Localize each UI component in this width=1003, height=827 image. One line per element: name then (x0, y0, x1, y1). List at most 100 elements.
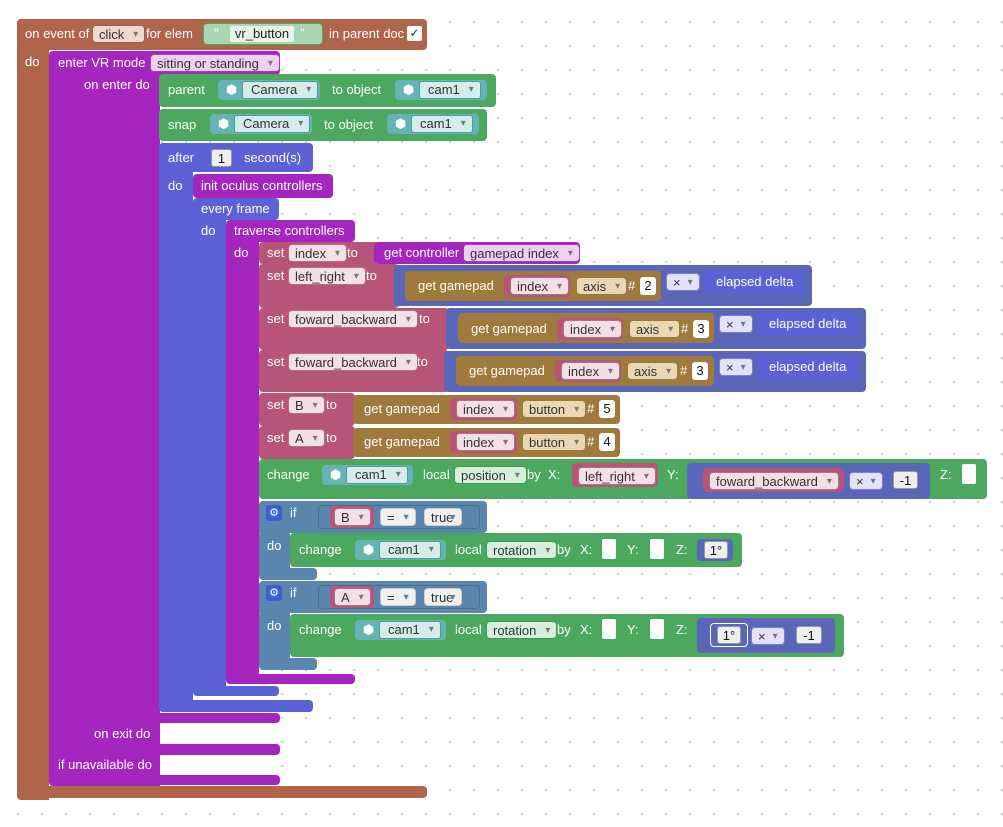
snap-object-dropdown[interactable]: Camera (234, 115, 311, 133)
y-var-dropdown[interactable]: foward_backward (709, 472, 839, 490)
traverse-spine (226, 240, 259, 682)
traverse-block[interactable] (226, 220, 355, 242)
angle-input[interactable]: 1° (717, 626, 741, 644)
axis-dropdown[interactable]: axis (627, 362, 679, 380)
index-var-dropdown[interactable]: index (563, 320, 623, 338)
button-number-input[interactable]: 4 (599, 433, 615, 451)
x-var-dropdown[interactable]: left_right (578, 467, 656, 485)
if-b-true-dropdown[interactable]: true (424, 508, 463, 526)
change-object-picker[interactable]: ⬢ cam1 (355, 540, 446, 560)
snap-object-picker[interactable]: ⬢ Camera (210, 114, 312, 134)
if-a-var-dropdown[interactable]: A (334, 588, 371, 606)
if-a-eq-dropdown[interactable]: = (380, 588, 416, 606)
set-b-var-dropdown[interactable]: B (288, 396, 325, 414)
y-empty-slot[interactable] (650, 619, 664, 639)
hash-label: # (587, 401, 595, 416)
traverse-footer (226, 674, 355, 684)
property-dropdown[interactable]: rotation (486, 621, 558, 639)
axis-dropdown[interactable]: axis (629, 320, 681, 338)
elapsed-delta-block[interactable] (757, 312, 858, 336)
init-oculus-block[interactable] (193, 174, 333, 198)
set-a-var-dropdown[interactable]: A (288, 429, 325, 447)
change-object-picker[interactable]: ⬢ cam1 (355, 620, 446, 640)
every-frame-block[interactable] (193, 198, 279, 220)
parent-label: parent (168, 82, 205, 97)
set-label: set (267, 397, 285, 412)
parent-target-picker[interactable]: ⬢ cam1 (395, 80, 487, 100)
after-seconds-input[interactable]: 1 (211, 149, 232, 167)
button-number-input[interactable]: 5 (599, 400, 615, 418)
change-object-dropdown[interactable]: cam1 (379, 621, 441, 639)
if-b-eq-dropdown[interactable]: = (380, 508, 416, 526)
set-foward-backward-var-dropdown[interactable]: foward_backward (288, 310, 418, 328)
if-unavailable-slot[interactable] (160, 755, 280, 775)
element-id-value[interactable]: vr_button (230, 26, 294, 42)
elapsed-delta-block[interactable] (757, 355, 858, 379)
snap-target-dropdown[interactable]: cam1 (411, 115, 473, 133)
index-var-dropdown[interactable]: index (456, 400, 516, 418)
index-var-dropdown[interactable]: index (510, 277, 570, 295)
y-multiply-op-dropdown[interactable]: × (849, 472, 883, 490)
index-var-dropdown[interactable]: index (561, 362, 621, 380)
elapsed-delta-label: elapsed delta (716, 274, 794, 289)
parent-doc-checkbox[interactable]: ✓ (407, 26, 422, 41)
event-type-dropdown[interactable]: click (92, 25, 146, 43)
hash-label: # (680, 363, 688, 378)
change-label: change (299, 622, 342, 637)
snap-target-picker[interactable]: ⬢ cam1 (387, 114, 479, 134)
change-object-dropdown[interactable]: cam1 (379, 541, 441, 559)
set-label: set (267, 268, 285, 283)
parent-to-object-label: to object (332, 82, 382, 97)
axis-number-input[interactable]: 3 (692, 362, 708, 380)
vr-exit-cap (160, 713, 280, 723)
x-empty-slot[interactable] (602, 619, 616, 639)
change-object-picker[interactable]: ⬢ cam1 (322, 465, 413, 485)
axis-number-input[interactable]: 2 (640, 277, 656, 295)
if-b-var-dropdown[interactable]: B (334, 508, 371, 526)
parent-target-dropdown[interactable]: cam1 (419, 81, 481, 99)
elapsed-delta-block[interactable] (704, 270, 804, 294)
x-label: X: (580, 542, 593, 557)
property-dropdown[interactable]: position (454, 466, 527, 484)
multiply-op-dropdown[interactable]: × (719, 358, 753, 376)
set-to-label: to (419, 311, 430, 326)
multiply-op-dropdown[interactable]: × (666, 273, 700, 291)
set-foward-backward-var-dropdown[interactable]: foward_backward (288, 353, 418, 371)
z-multiplier-input[interactable]: -1 (796, 626, 822, 644)
traverse-label: traverse controllers (234, 223, 345, 238)
traverse-do-label: do (234, 245, 249, 260)
every-frame-spine (193, 218, 226, 692)
set-left-right-var-dropdown[interactable]: left_right (288, 267, 366, 285)
property-dropdown[interactable]: rotation (486, 541, 558, 559)
button-dropdown[interactable]: button (522, 400, 587, 418)
on-exit-slot[interactable] (160, 723, 280, 744)
change-object-dropdown[interactable]: cam1 (346, 466, 408, 484)
multiply-op-dropdown[interactable]: × (719, 315, 753, 333)
button-dropdown[interactable]: button (522, 433, 587, 451)
set-index-var-dropdown[interactable]: index (288, 244, 348, 262)
event-prefix-label: on event of (25, 26, 90, 41)
parent-object-picker[interactable]: ⬢ Camera (218, 80, 320, 100)
if-a-true-dropdown[interactable]: true (424, 588, 463, 606)
element-id-string[interactable]: “ vr_button ” (203, 23, 323, 45)
z-empty-slot[interactable] (962, 464, 976, 484)
change-label: change (299, 542, 342, 557)
gamepad-index-dropdown[interactable]: gamepad index (463, 244, 580, 262)
axis-dropdown[interactable]: axis (576, 277, 628, 295)
z-multiply-op-dropdown[interactable]: × (751, 627, 785, 645)
vr-label: enter VR mode (58, 55, 146, 70)
on-exit-label: on exit do (94, 726, 151, 741)
vr-mode-dropdown[interactable]: sitting or standing (150, 54, 280, 72)
if-b-gear-icon[interactable]: ⚙ (266, 505, 282, 521)
index-var-dropdown[interactable]: index (456, 433, 516, 451)
parent-object-dropdown[interactable]: Camera (242, 81, 319, 99)
y-multiplier-input[interactable]: -1 (893, 471, 918, 489)
z-label: Z: (676, 542, 688, 557)
angle-input[interactable]: 1° (704, 541, 728, 559)
after-block[interactable] (159, 143, 313, 172)
if-a-gear-icon[interactable]: ⚙ (266, 585, 282, 601)
y-empty-slot[interactable] (650, 539, 664, 559)
x-empty-slot[interactable] (602, 539, 616, 559)
x-label: X: (580, 622, 593, 637)
axis-number-input[interactable]: 3 (693, 320, 709, 338)
